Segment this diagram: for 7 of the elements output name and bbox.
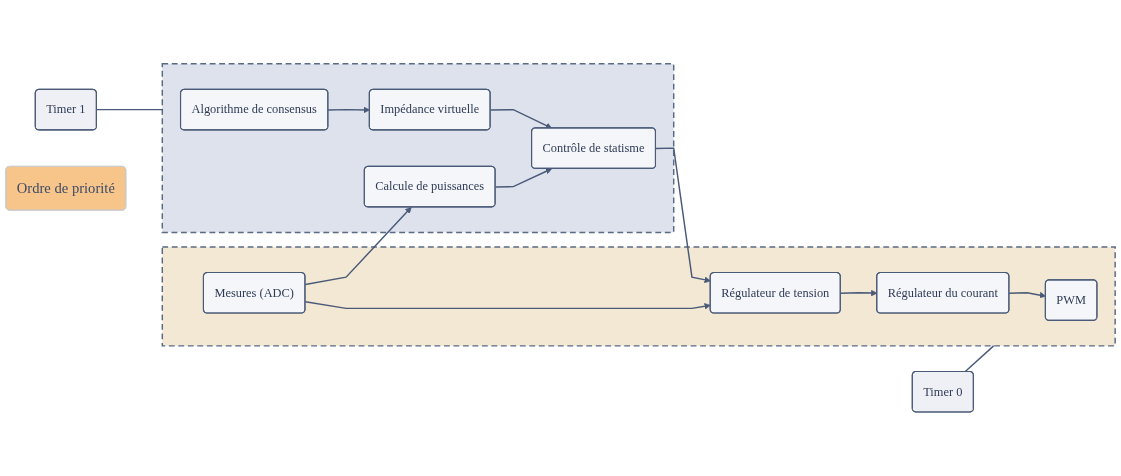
cluster (161, 63, 675, 234)
connector (964, 345, 995, 373)
arrow (304, 207, 412, 286)
cluster (161, 246, 1116, 347)
arrow (304, 301, 711, 310)
arrow (327, 106, 370, 114)
arrow (655, 147, 711, 284)
